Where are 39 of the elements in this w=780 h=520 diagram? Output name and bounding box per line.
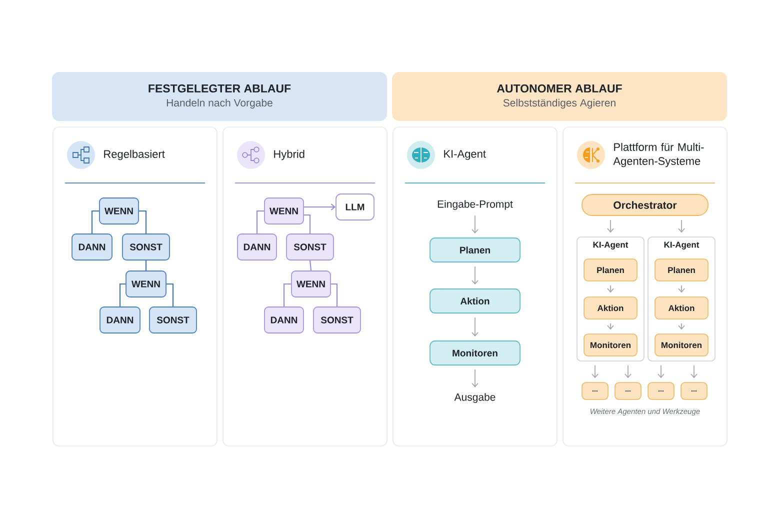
connector-line: [145, 260, 147, 271]
connector-line: [330, 283, 338, 307]
step-box: Aktion: [654, 296, 708, 320]
arrow: [607, 285, 614, 293]
arrow: [472, 266, 478, 285]
arrow: [678, 220, 685, 233]
flow-text: Ausgabe: [454, 393, 496, 403]
step-box: Planen: [430, 238, 520, 262]
connector-line: [91, 210, 100, 234]
flow-text: Eingabe-Prompt: [438, 200, 513, 210]
connector-line: [119, 283, 126, 307]
arrow: [690, 365, 698, 378]
step-box: Aktion: [430, 288, 520, 314]
connector-line: [256, 210, 264, 234]
arrow: [678, 285, 685, 293]
header-band: FESTGELEGTER ABLAUF Handeln nach Vorgabe: [52, 72, 387, 121]
step-box: Monitoren: [654, 334, 708, 356]
pill-box: Orchestrator: [582, 194, 708, 216]
arrow: [678, 323, 685, 330]
arrow: [607, 220, 614, 233]
arrow: [607, 323, 614, 330]
arrow: [592, 365, 598, 378]
connector-line: [309, 260, 312, 271]
connector-line: [166, 283, 174, 307]
connector-line: [304, 214, 311, 234]
arrow: [472, 215, 478, 234]
step-box: Planen: [584, 258, 638, 282]
header-band: AUTONOMER ABLAUF Selbstständiges Agieren: [392, 72, 727, 121]
step-box: Aktion: [584, 296, 638, 320]
arrow: [658, 365, 664, 378]
step-box: Monitoren: [584, 334, 638, 356]
arrow: [472, 317, 478, 337]
step-box: Planen: [654, 258, 708, 282]
arrow: [472, 369, 478, 388]
connector-line: [283, 283, 292, 307]
arrow: [624, 365, 632, 378]
step-box: Monitoren: [430, 340, 520, 366]
connector-line: [138, 210, 147, 234]
arrow: [304, 204, 336, 210]
